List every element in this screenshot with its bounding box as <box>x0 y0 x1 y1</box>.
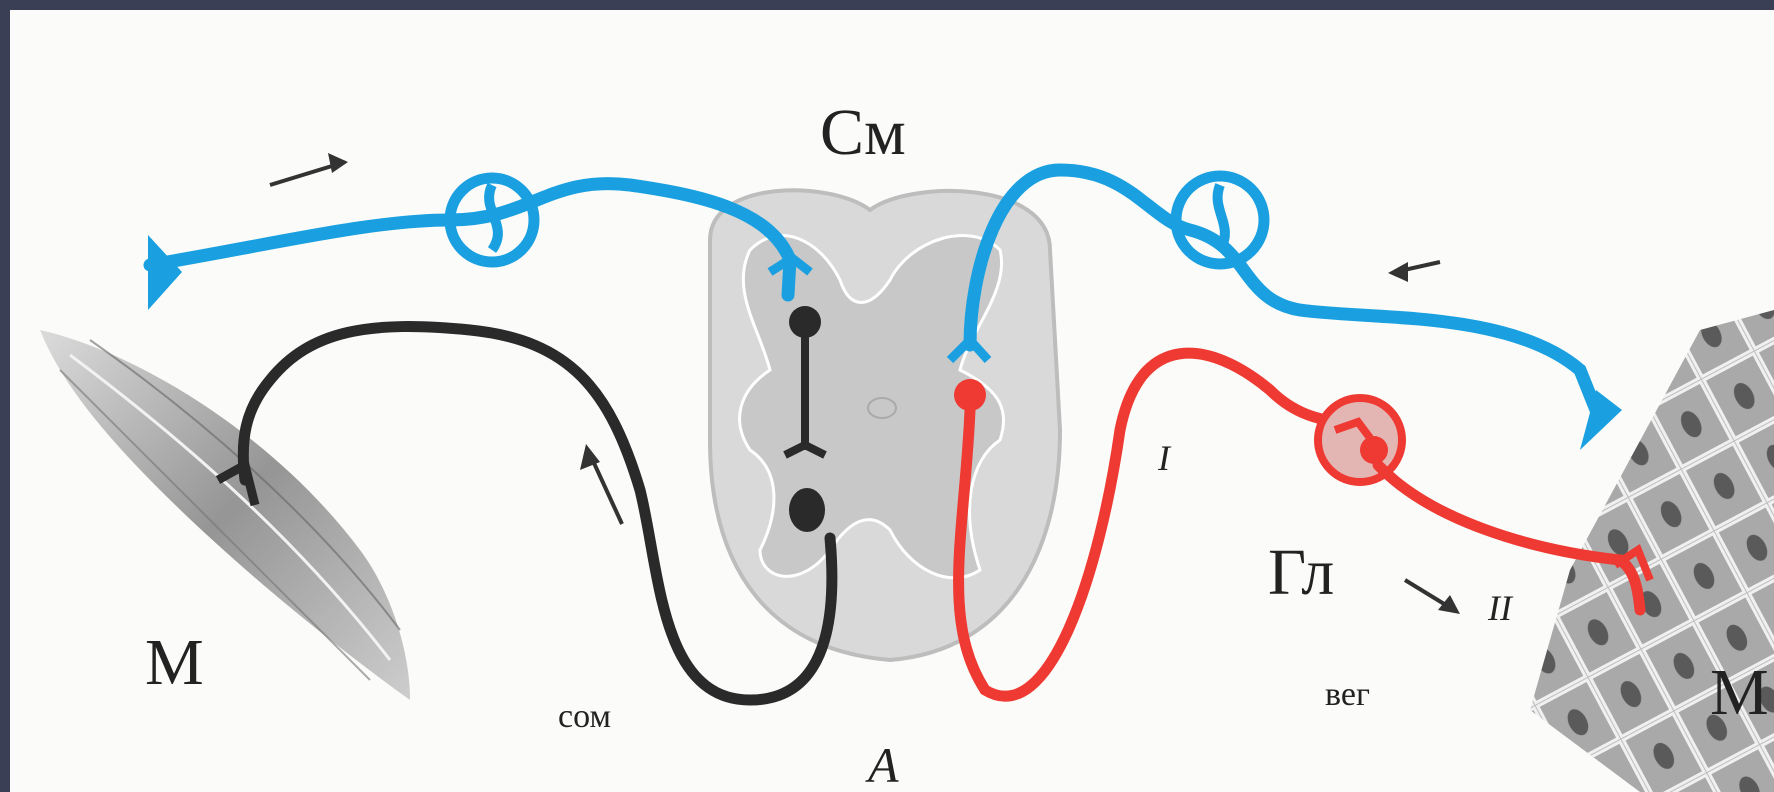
arrow-top-left-icon <box>270 153 348 185</box>
label-spinal-cord: См <box>820 100 906 166</box>
label-somatic: сом <box>558 700 611 734</box>
arrow-top-right-icon <box>1388 262 1440 282</box>
label-muscle-right: М <box>1710 660 1769 726</box>
label-vegetative: вег <box>1325 678 1370 712</box>
label-ganglion: Гл <box>1268 540 1334 606</box>
label-neuron-one: I <box>1158 440 1170 476</box>
arrow-ganglion-icon <box>1405 580 1460 614</box>
skeletal-muscle-left <box>40 330 410 700</box>
spinal-cord-section <box>710 190 1060 660</box>
diagram-panel: См М М Гл сом вег I II А <box>10 10 1774 792</box>
arrow-somatic-icon <box>580 444 622 524</box>
label-neuron-two: II <box>1488 590 1512 626</box>
label-panel-letter: А <box>868 740 899 790</box>
label-muscle-left: М <box>145 630 204 696</box>
